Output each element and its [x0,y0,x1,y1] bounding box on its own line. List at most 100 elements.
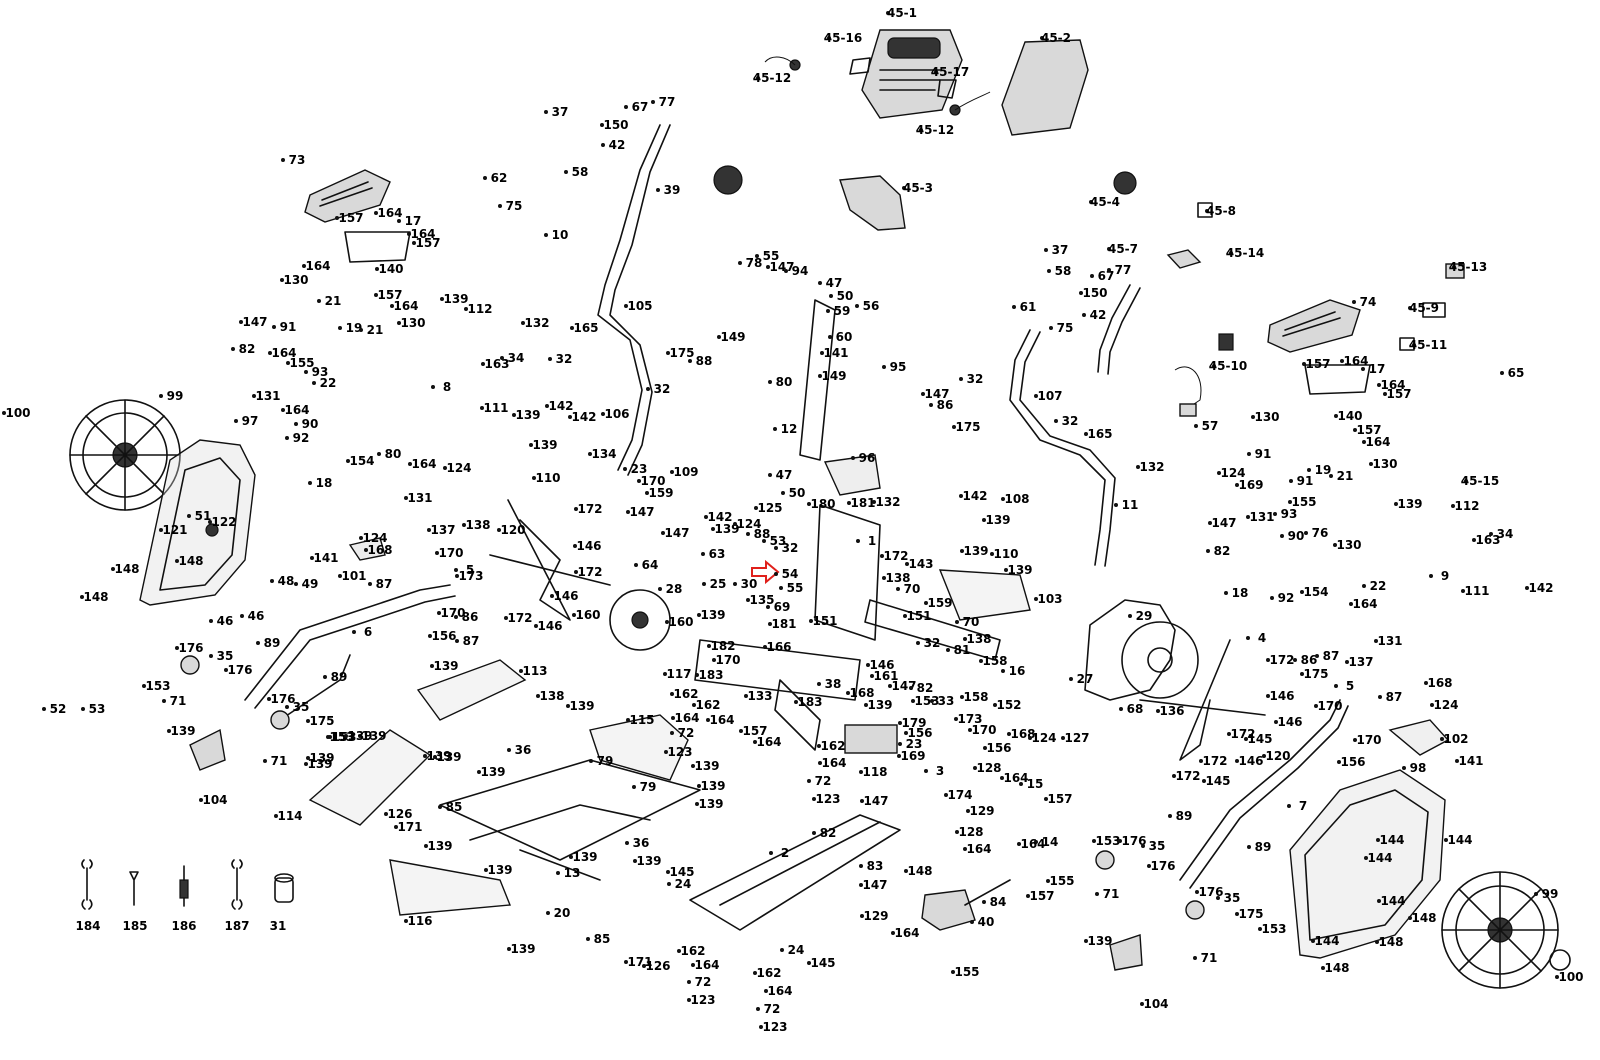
part-callout: 123 [815,792,840,806]
callout-dot [42,707,46,711]
callout-dot [779,586,783,590]
part-callout: 45-4 [1090,195,1120,209]
part-callout: 128 [976,761,1001,775]
part-callout: 12 [781,422,798,436]
callout-dot [886,11,890,15]
callout-dot [1193,956,1197,960]
callout-dot [642,964,646,968]
callout-dot [252,394,256,398]
callout-dot [1034,597,1038,601]
part-callout: 122 [211,515,236,529]
part-callout: 146 [576,539,601,553]
left-wheel-assembly [180,655,290,771]
part-callout: 176 [1150,859,1175,873]
callout-dot [263,759,267,763]
part-callout: 155 [954,965,979,979]
callout-dot [1375,940,1379,944]
callout-dot [1247,452,1251,456]
callout-dot [1140,1002,1144,1006]
callout-dot [1054,419,1058,423]
callout-dot [826,309,830,313]
part-callout: 112 [467,302,492,316]
callout-dot [270,579,274,583]
callout-dot [774,572,778,576]
part-callout: 139 [443,292,468,306]
callout-dot [1244,737,1248,741]
part-callout: 173 [957,712,982,726]
callout-dot [1034,394,1038,398]
callout-dot [428,634,432,638]
part-callout: 39 [664,183,681,197]
part-callout: 139 [700,779,725,793]
part-callout: 169 [1238,478,1263,492]
part-callout: 183 [797,695,822,709]
part-callout: 150 [1082,286,1107,300]
part-callout: 100 [1558,970,1583,984]
part-callout: 45-15 [1461,474,1499,488]
socket-icon [274,873,294,903]
part-callout: 139 [569,699,594,713]
callout-dot [781,491,785,495]
part-callout: 172 [1230,727,1255,741]
part-callout: 145 [1247,732,1272,746]
part-callout: 172 [1202,754,1227,768]
callout-dot [1270,596,1274,600]
part-callout: 155 [1291,495,1316,509]
part-callout: 8 [443,380,451,394]
callout-dot [304,370,308,374]
part-callout: 52 [50,702,67,716]
callout-dot [1376,838,1380,842]
part-callout: 45-13 [1449,260,1487,274]
callout-dot [766,265,770,269]
left-pedal [304,169,411,263]
callout-dot [368,582,372,586]
part-callout: 121 [162,523,187,537]
callout-dot [187,514,191,518]
part-callout: 139 [1007,563,1032,577]
callout-dot [1280,534,1284,538]
callout-dot [1047,269,1051,273]
part-callout: 120 [500,523,525,537]
part-callout: 89 [1176,809,1193,823]
callout-dot [344,734,348,738]
part-callout: 126 [645,959,670,973]
part-callout: 70 [904,582,921,596]
part-callout: 91 [280,320,297,334]
callout-dot [626,510,630,514]
part-callout: 80 [385,447,402,461]
part-callout: 123 [690,993,715,1007]
callout-dot [550,594,554,598]
callout-dot [500,356,504,360]
callout-dot [697,784,701,788]
part-callout: 72 [678,726,695,740]
callout-dot [175,646,179,650]
callout-dot [286,361,290,365]
callout-dot [954,717,958,721]
callout-dot [754,506,758,510]
callout-dot [423,754,427,758]
part-callout: 180 [810,497,835,511]
part-callout: 126 [387,807,412,821]
callout-dot [80,595,84,599]
callout-dot [712,658,716,662]
callout-dot [784,269,788,273]
part-callout: 147 [769,260,794,274]
callout-dot [1300,590,1304,594]
callout-dot [1028,736,1032,740]
callout-dot [412,241,416,245]
callout-dot [1007,732,1011,736]
callout-dot [1451,504,1455,508]
callout-dot [566,704,570,708]
part-callout: 57 [1202,419,1219,433]
part-callout: 142 [707,510,732,524]
callout-dot [377,452,381,456]
callout-dot [548,357,552,361]
part-callout: 89 [1255,840,1272,854]
part-callout: 131 [407,491,432,505]
part-callout: 164 [674,711,699,725]
callout-dot [1246,515,1250,519]
part-callout: 176 [270,692,295,706]
part-callout: 157 [377,288,402,302]
part-callout: 107 [1037,389,1062,403]
part-callout: 45-3 [903,181,933,195]
